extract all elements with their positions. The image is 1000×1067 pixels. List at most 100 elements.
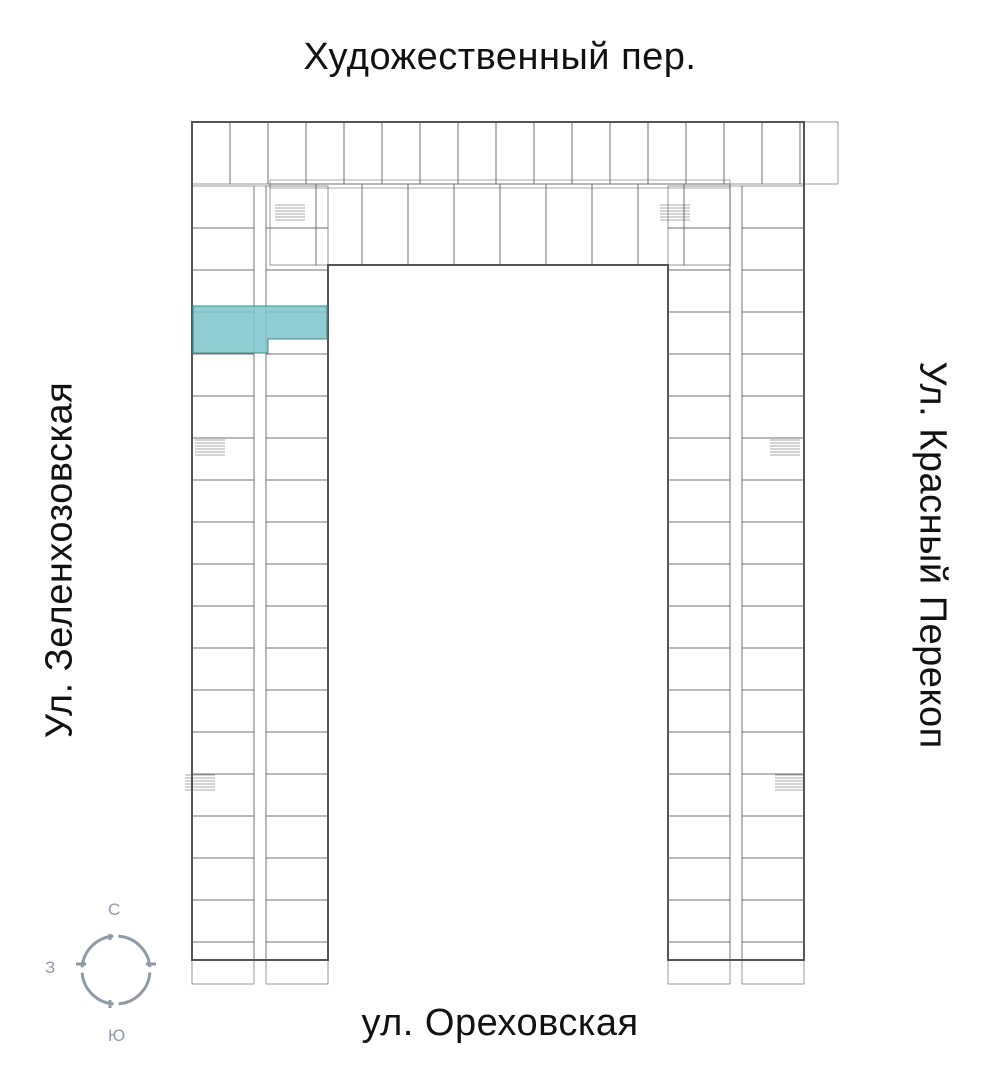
room (667, 227, 731, 271)
building-walls (191, 121, 805, 961)
room (741, 563, 805, 607)
room (265, 227, 329, 271)
room (799, 121, 839, 185)
room (685, 121, 725, 185)
room (191, 731, 255, 775)
room (191, 185, 255, 229)
stairwell (775, 774, 805, 791)
room (533, 121, 573, 185)
room (741, 227, 805, 271)
room (667, 605, 731, 649)
room (315, 183, 363, 266)
room (667, 353, 731, 397)
room (343, 121, 383, 185)
room (191, 479, 255, 523)
room (305, 121, 345, 185)
street-label-south: ул. Ореховская (361, 1002, 639, 1044)
room (667, 899, 731, 943)
room (741, 857, 805, 901)
room (683, 183, 731, 266)
room (667, 857, 731, 901)
room (265, 437, 329, 481)
room (609, 121, 649, 185)
room (741, 395, 805, 439)
room (667, 731, 731, 775)
room (191, 857, 255, 901)
stairwell (660, 204, 690, 221)
room (741, 899, 805, 943)
room (191, 605, 255, 649)
room (667, 269, 731, 313)
room (191, 437, 255, 481)
room (265, 353, 329, 397)
room (191, 899, 255, 943)
room (667, 395, 731, 439)
room (741, 773, 805, 817)
corridor (269, 179, 731, 189)
room (265, 941, 329, 985)
room (761, 121, 801, 185)
room (741, 815, 805, 859)
room (265, 647, 329, 691)
room (667, 647, 731, 691)
room (265, 605, 329, 649)
room (265, 815, 329, 859)
room (265, 563, 329, 607)
room (265, 479, 329, 523)
room (741, 185, 805, 229)
room (269, 183, 317, 266)
room (265, 857, 329, 901)
room (591, 183, 639, 266)
room (191, 227, 255, 271)
room (191, 647, 255, 691)
rooms-grid (185, 121, 839, 985)
stairwell (275, 204, 305, 221)
room (741, 647, 805, 691)
room (667, 563, 731, 607)
room (265, 899, 329, 943)
room (191, 689, 255, 733)
room (265, 185, 329, 229)
room (741, 689, 805, 733)
room (265, 731, 329, 775)
compass-north-label: С (108, 900, 121, 919)
room (545, 183, 593, 266)
room (191, 941, 255, 985)
room (741, 311, 805, 355)
room (667, 311, 731, 355)
room (741, 479, 805, 523)
room (741, 353, 805, 397)
room (457, 121, 497, 185)
corridor (253, 185, 267, 961)
room (361, 183, 409, 266)
room (741, 437, 805, 481)
room (637, 183, 685, 266)
room (667, 479, 731, 523)
room (667, 773, 731, 817)
room (265, 773, 329, 817)
room (667, 689, 731, 733)
room (191, 121, 231, 185)
room (265, 689, 329, 733)
room (723, 121, 763, 185)
room (229, 121, 269, 185)
room (667, 185, 731, 229)
room (381, 121, 421, 185)
corridor (729, 185, 743, 961)
room (265, 521, 329, 565)
room (191, 773, 255, 817)
room (667, 437, 731, 481)
room (571, 121, 611, 185)
room (495, 121, 535, 185)
room (453, 183, 501, 266)
stairwell (770, 439, 800, 456)
room (667, 815, 731, 859)
room (741, 605, 805, 649)
room (265, 395, 329, 439)
room (647, 121, 687, 185)
compass-south-label: Ю (108, 1026, 126, 1045)
room (741, 941, 805, 985)
street-label-north: Художественный пер. (303, 36, 697, 78)
room (191, 815, 255, 859)
highlighted-apartment[interactable] (192, 305, 328, 354)
